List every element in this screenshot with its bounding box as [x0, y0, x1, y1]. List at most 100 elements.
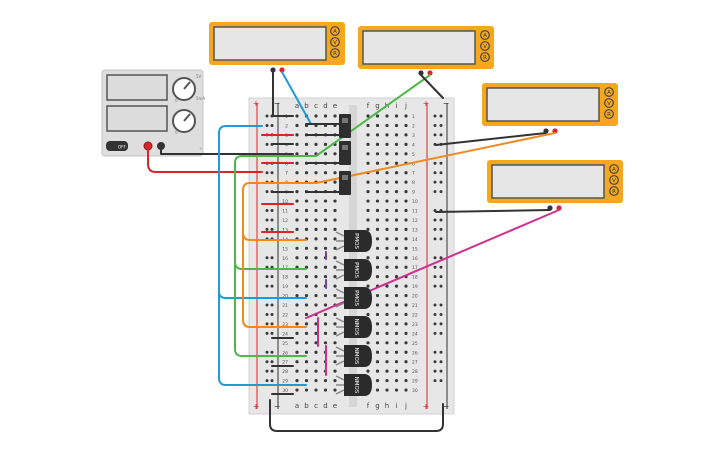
multimeter-mode-r-button[interactable]	[604, 109, 614, 119]
switch-blocks[interactable]	[339, 114, 351, 195]
supply-display-voltage	[106, 74, 168, 101]
column-label: i	[396, 102, 398, 110]
wire-blue-loop	[218, 125, 307, 386]
multimeter-mode-r-button[interactable]	[330, 48, 340, 58]
column-label: a	[295, 402, 299, 410]
multimeter-mode-label: A	[607, 90, 611, 96]
multimeter-mode-label: V	[612, 178, 616, 184]
multimeter-mode-label: V	[607, 101, 611, 107]
rail-minus-label: −	[443, 402, 450, 411]
row-label: 11	[412, 209, 418, 215]
row-label: 15	[412, 246, 418, 252]
transistor-label: PMOS	[353, 290, 359, 306]
row-label: 5	[412, 152, 415, 158]
rail-plus-label: +	[423, 99, 430, 108]
row-label: 2	[412, 123, 415, 129]
row-label: 22	[282, 312, 288, 318]
row-label: 10	[412, 199, 418, 205]
row-label: 6	[412, 161, 415, 167]
pmos-transistor[interactable]: PMOS	[335, 287, 372, 309]
nmos-transistor[interactable]: NMOS	[335, 374, 372, 396]
multimeter-2-probe-black[interactable]	[418, 70, 424, 76]
multimeter-mode-r-button[interactable]	[480, 52, 490, 62]
column-label: e	[333, 102, 337, 110]
row-label: 27	[282, 360, 288, 366]
multimeter-1[interactable]: AVR	[209, 22, 345, 73]
row-label: 12	[282, 218, 288, 224]
column-label: b	[304, 402, 309, 410]
column-label: d	[323, 402, 327, 410]
row-label: 12	[412, 218, 418, 224]
row-label: 18	[282, 275, 288, 281]
column-label: g	[375, 402, 379, 410]
multimeter-2[interactable]: AVR	[358, 26, 494, 76]
multimeter-mode-a-button[interactable]	[330, 26, 340, 36]
multimeter-mode-label: R	[333, 51, 337, 57]
multimeter-4-probe-red[interactable]	[556, 205, 562, 211]
multimeter-mode-v-button[interactable]	[604, 98, 614, 108]
nmos-transistor[interactable]: NMOS	[335, 345, 372, 367]
multimeter-4[interactable]: AVR	[487, 160, 623, 211]
wire-meter3-orange	[315, 132, 556, 184]
multimeter-mode-label: A	[333, 29, 337, 35]
multimeter-mode-label: A	[612, 167, 616, 173]
row-label: 30	[412, 388, 418, 394]
multimeter-2-screen	[362, 30, 476, 65]
column-label: b	[304, 102, 309, 110]
row-label: 8	[412, 180, 415, 186]
row-label: 27	[412, 360, 418, 366]
column-label: a	[295, 102, 299, 110]
multimeter-3-screen	[486, 87, 600, 122]
multimeter-mode-a-button[interactable]	[604, 87, 614, 97]
rail-minus-label: −	[274, 99, 281, 108]
multimeter-3[interactable]: AVR	[482, 83, 618, 134]
row-label: 6	[285, 161, 288, 167]
column-label: g	[375, 102, 379, 110]
knob2-top-label: 5mA	[196, 96, 205, 101]
wire-supply-red	[147, 149, 263, 173]
row-label: 16	[412, 256, 418, 262]
multimeter-2-probe-red[interactable]	[427, 70, 433, 76]
nmos-transistor[interactable]: NMOS	[335, 316, 372, 338]
multimeter-mode-a-button[interactable]	[609, 164, 619, 174]
multimeter-mode-label: V	[333, 40, 337, 46]
row-label: 1	[412, 114, 415, 120]
column-label: e	[333, 402, 337, 410]
multimeter-mode-r-button[interactable]	[609, 186, 619, 196]
supply-terminal-negative[interactable]	[157, 142, 165, 150]
rail-minus-label: −	[443, 99, 450, 108]
multimeter-mode-a-button[interactable]	[480, 30, 490, 40]
wires[interactable]	[147, 71, 560, 432]
pmos-transistor[interactable]: PMOS	[335, 230, 372, 252]
wire-meter3-black	[435, 132, 547, 146]
row-label: 7	[285, 171, 288, 177]
row-label: 18	[412, 275, 418, 281]
wire-meter2-black	[420, 74, 444, 99]
column-label: c	[314, 402, 318, 410]
row-label: 20	[412, 294, 418, 300]
multimeter-1-probe-black[interactable]	[270, 67, 276, 73]
row-label: 26	[412, 350, 418, 356]
pmos-transistor[interactable]: PMOS	[335, 259, 372, 281]
rail-plus-label: +	[253, 402, 260, 411]
power-supply[interactable]: 5V 0 5mA 0 OFF +	[101, 69, 205, 157]
column-label: i	[396, 402, 398, 410]
row-label: 17	[412, 265, 418, 271]
power-off-label: OFF	[118, 145, 126, 150]
knob1-bottom-label: 0	[175, 98, 178, 103]
supply-terminal-positive[interactable]	[143, 141, 153, 151]
transistor-label: NMOS	[353, 348, 359, 365]
multimeter-mode-v-button[interactable]	[480, 41, 490, 51]
multimeter-mode-v-button[interactable]	[609, 175, 619, 185]
row-label: 25	[412, 341, 418, 347]
multimeter-1-probe-red[interactable]	[279, 67, 285, 73]
row-label: 13	[282, 227, 288, 233]
power-off-button[interactable]	[106, 141, 128, 151]
row-label: 28	[412, 369, 418, 375]
column-label: f	[367, 102, 370, 110]
rail-plus-label: +	[423, 402, 430, 411]
row-label: 2	[285, 123, 288, 129]
multimeter-mode-v-button[interactable]	[330, 37, 340, 47]
wire-bottom-return	[269, 399, 444, 432]
